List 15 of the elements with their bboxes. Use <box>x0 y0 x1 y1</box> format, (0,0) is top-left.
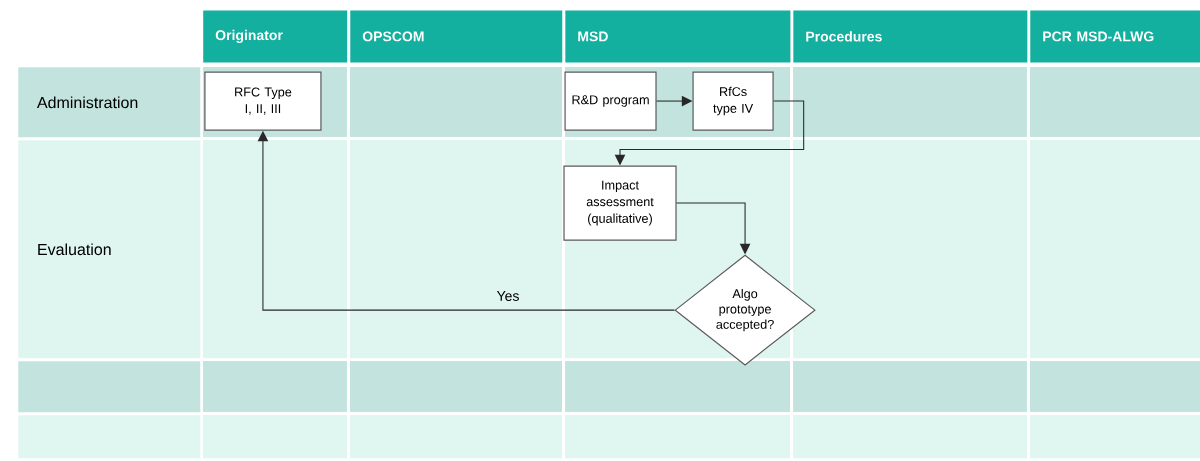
process-box: Impact assessment (qualitative) <box>563 165 677 241</box>
process-box: RfCs type IV <box>692 71 774 131</box>
arrow <box>676 202 751 255</box>
process-box: RFC Type I, II, III <box>204 71 322 131</box>
arrow <box>656 95 693 107</box>
column-header: Procedures <box>793 10 1028 63</box>
column-header: Originator <box>203 10 348 63</box>
arrow <box>257 130 675 311</box>
row-header: Administration <box>18 67 201 138</box>
column-header: PCR MSD-ALWG <box>1030 10 1200 63</box>
column-header: OPSCOM <box>350 10 563 63</box>
column-header: MSD <box>565 10 791 63</box>
row-header: Evaluation <box>18 140 201 359</box>
arrow <box>614 100 805 166</box>
process-box: R&D program <box>564 71 657 131</box>
